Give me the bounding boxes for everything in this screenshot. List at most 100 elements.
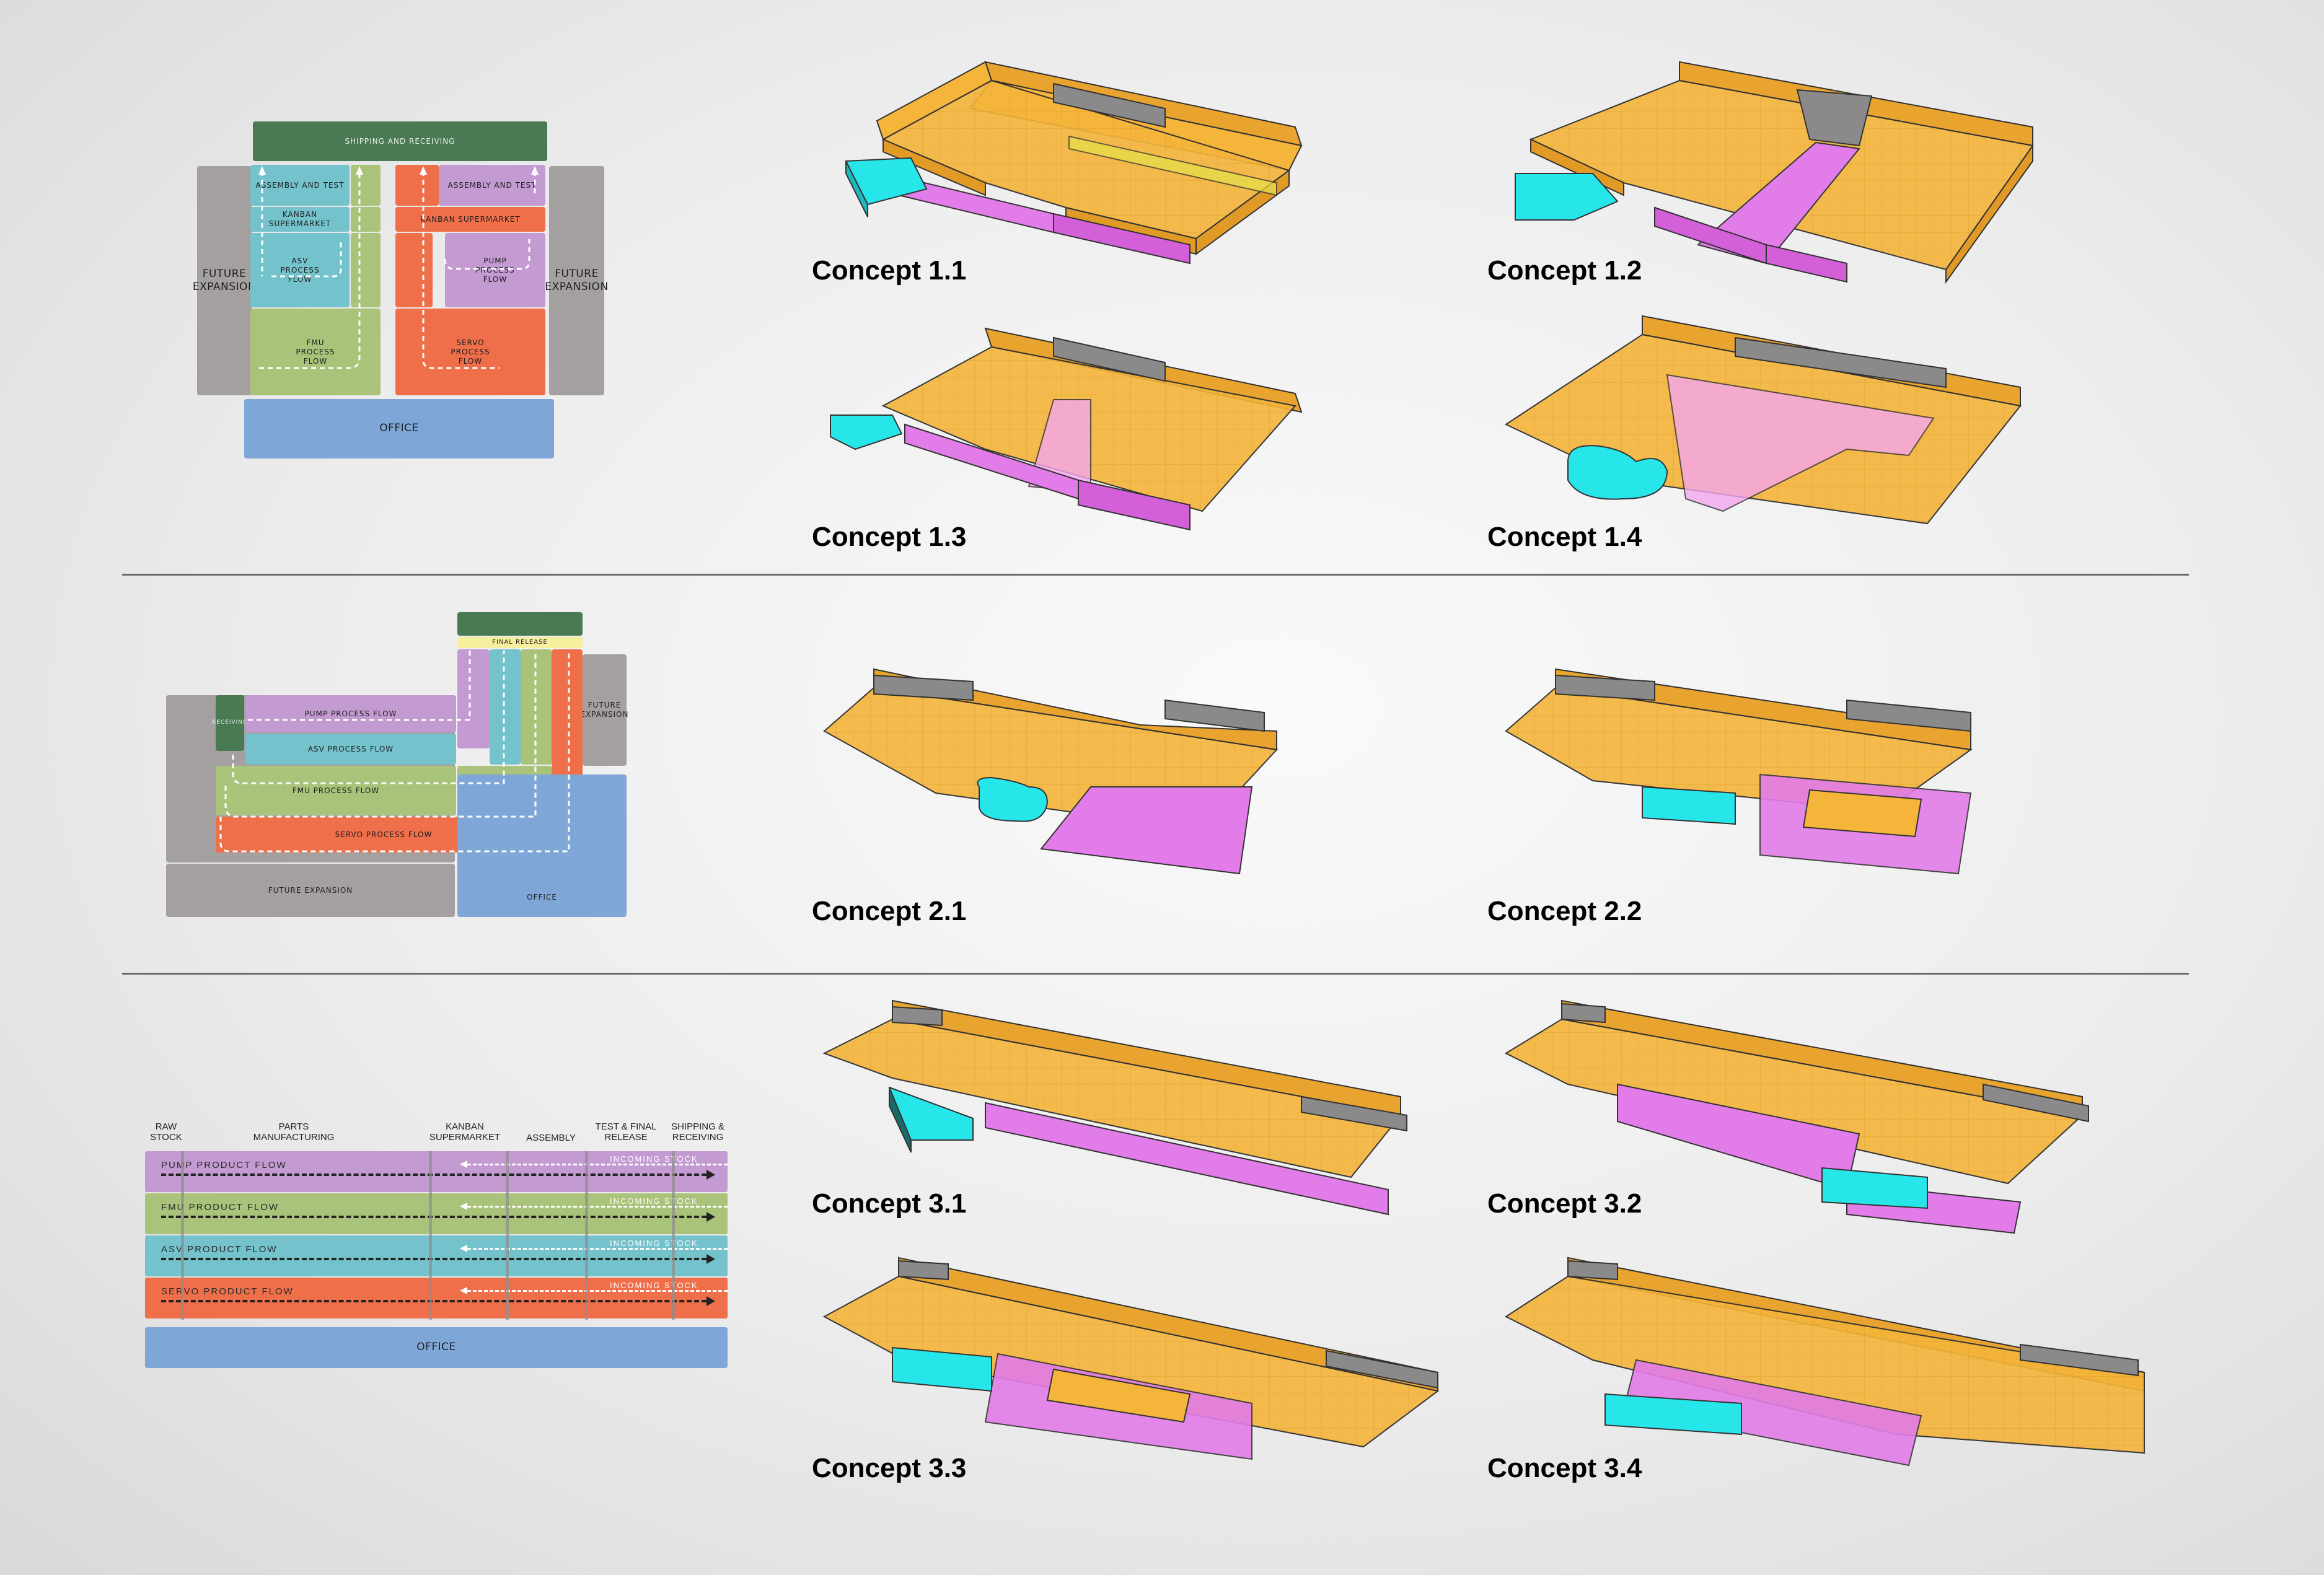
kanban-left-lime xyxy=(351,207,381,232)
assembly-right-label: ASSEMBLY AND TEST xyxy=(447,180,537,190)
plan2-fmu-label: FMU PROCESS FLOW xyxy=(292,786,380,795)
caption-concept-3-1: Concept 3.1 xyxy=(812,1188,967,1219)
plan2-office-label: OFFICE xyxy=(527,893,557,902)
plan2-pump-block: PUMP PROCESS FLOW xyxy=(245,695,456,732)
band-servo-incoming-arrow xyxy=(460,1287,728,1294)
band-asv: ASV PRODUCT FLOW INCOMING STOCK xyxy=(145,1235,728,1276)
concept-1-1-model xyxy=(845,61,1303,265)
kanban-left-block: KANBAN SUPERMARKET xyxy=(250,207,350,232)
kanban-right-block: KANBAN SUPERMARKET xyxy=(395,207,545,232)
caption-concept-1-1: Concept 1.1 xyxy=(812,255,967,286)
column-sep-3 xyxy=(506,1151,509,1320)
plan2-servo-label: SERVO PROCESS FLOW xyxy=(335,830,433,839)
caption-concept-1-3: Concept 1.3 xyxy=(812,522,967,552)
concept-2-2-model xyxy=(1505,668,1973,875)
caption-concept-2-1: Concept 2.1 xyxy=(812,896,967,926)
column-sep-1 xyxy=(181,1151,184,1320)
shipping-label: SHIPPING AND RECEIVING xyxy=(345,136,456,146)
plan2-pump-vertical xyxy=(457,649,490,748)
pump-block: PUMP PROCESS FLOW xyxy=(445,233,545,307)
concept-1-4-model xyxy=(1504,315,2022,525)
concept-3-2-model xyxy=(1504,999,2089,1234)
band-servo: SERVO PRODUCT FLOW INCOMING STOCK xyxy=(145,1278,728,1318)
future-expansion-left: FUTURE EXPANSION xyxy=(193,166,256,395)
band-fmu: FMU PRODUCT FLOW INCOMING STOCK xyxy=(145,1193,728,1234)
caption-concept-3-2: Concept 3.2 xyxy=(1487,1188,1642,1219)
future-left-label: FUTURE EXPANSION xyxy=(192,267,257,293)
band-pump-label: PUMP PRODUCT FLOW xyxy=(161,1160,287,1170)
plan2-future-bottom-label: FUTURE EXPANSION xyxy=(268,885,353,895)
column-sep-5 xyxy=(672,1151,675,1320)
band-pump-incoming-arrow xyxy=(460,1160,728,1168)
plan2-fmu-vertical xyxy=(521,649,552,765)
plan3-office-block: OFFICE xyxy=(145,1327,728,1368)
future-expansion-right: FUTURE EXPANSION xyxy=(545,166,608,395)
band-fmu-incoming-arrow xyxy=(460,1203,728,1210)
band-pump-flow-arrow xyxy=(161,1170,715,1180)
plan2-shipping-block xyxy=(457,612,583,636)
band-asv-label: ASV PRODUCT FLOW xyxy=(161,1244,278,1255)
plan2-future-bottom: FUTURE EXPANSION xyxy=(166,864,455,917)
assembly-right-block: ASSEMBLY AND TEST xyxy=(439,165,545,206)
kanban-left-label: KANBAN SUPERMARKET xyxy=(268,210,332,228)
office-block: OFFICE xyxy=(244,399,554,458)
asv-block: ASV PROCESS FLOW xyxy=(250,233,350,307)
plan2-office-block: OFFICE xyxy=(457,774,627,917)
concept-3-4-model xyxy=(1504,1257,2145,1467)
receiving-block: RECEIVING xyxy=(212,695,247,751)
fmu-block: FMU PROCESS FLOW xyxy=(250,309,381,395)
asv-label: ASV PROCESS FLOW xyxy=(280,256,320,284)
servo-label: SERVO PROCESS FLOW xyxy=(451,338,490,366)
band-servo-label: SERVO PRODUCT FLOW xyxy=(161,1286,294,1297)
band-pump: PUMP PRODUCT FLOW INCOMING STOCK xyxy=(145,1151,728,1192)
kanban-right-label: KANBAN SUPERMARKET xyxy=(420,214,521,224)
band-servo-flow-arrow xyxy=(161,1296,715,1306)
header-kanban-supermarket: KANBAN SUPERMARKET xyxy=(429,1121,501,1143)
plan2-asv-block: ASV PROCESS FLOW xyxy=(245,734,456,765)
concept-1-2-model xyxy=(1515,61,2034,284)
column-sep-2 xyxy=(429,1151,432,1320)
assembly-left-block: ASSEMBLY AND TEST xyxy=(250,165,350,206)
plan-diagram-1: SHIPPING AND RECEIVING FUTURE EXPANSION … xyxy=(193,121,608,461)
band-asv-incoming: INCOMING STOCK xyxy=(610,1239,698,1248)
concept-2-1-model xyxy=(823,668,1279,875)
caption-concept-2-2: Concept 2.2 xyxy=(1487,896,1642,926)
band-fmu-label: FMU PRODUCT FLOW xyxy=(161,1202,279,1213)
fmu-label: FMU PROCESS FLOW xyxy=(296,338,335,366)
band-fmu-incoming: INCOMING STOCK xyxy=(610,1196,698,1206)
assembly-right-orange xyxy=(395,165,439,206)
receiving-label: RECEIVING xyxy=(211,719,249,726)
concept-1-3-model xyxy=(830,327,1303,531)
plan2-pump-label: PUMP PROCESS FLOW xyxy=(304,709,397,718)
pump-label: PUMP PROCESS FLOW xyxy=(475,256,515,284)
final-release-label: FINAL RELEASE xyxy=(492,638,548,646)
header-shipping-receiving: SHIPPING & RECEIVING xyxy=(671,1121,724,1143)
plan-diagram-3: RAW STOCK PARTS MANUFACTURING KANBAN SUP… xyxy=(145,1121,729,1379)
plan2-future-right: FUTURE EXPANSION xyxy=(580,654,629,766)
header-assembly: ASSEMBLY xyxy=(526,1133,576,1143)
plan2-asv-label: ASV PROCESS FLOW xyxy=(307,744,394,753)
row-divider-2 xyxy=(122,973,2189,975)
header-raw-stock: RAW STOCK xyxy=(150,1121,182,1143)
header-parts-manufacturing: PARTS MANUFACTURING xyxy=(253,1121,335,1143)
caption-concept-1-2: Concept 1.2 xyxy=(1487,255,1642,286)
header-test-final-release: TEST & FINAL RELEASE xyxy=(595,1121,657,1143)
band-fmu-flow-arrow xyxy=(161,1212,715,1222)
assembly-left-lime xyxy=(351,165,381,206)
office-label: OFFICE xyxy=(379,422,419,435)
shipping-receiving-block: SHIPPING AND RECEIVING xyxy=(253,121,547,161)
future-right-label: FUTURE EXPANSION xyxy=(545,267,609,293)
caption-concept-1-4: Concept 1.4 xyxy=(1487,522,1642,552)
plan3-office-label: OFFICE xyxy=(416,1341,456,1354)
concept-3-1-model xyxy=(822,999,1407,1216)
band-asv-flow-arrow xyxy=(161,1254,715,1264)
band-asv-incoming-arrow xyxy=(460,1245,728,1252)
product-flow-bands: PUMP PRODUCT FLOW INCOMING STOCK FMU PRO… xyxy=(145,1151,729,1379)
assembly-left-label: ASSEMBLY AND TEST xyxy=(255,180,345,190)
plan2-future-right-label: FUTURE EXPANSION xyxy=(580,701,629,719)
plan-diagram-2: FINAL RELEASE FUTURE EXPANSION RECEIVING… xyxy=(166,612,629,917)
caption-concept-3-4: Concept 3.4 xyxy=(1487,1453,1642,1483)
band-pump-incoming: INCOMING STOCK xyxy=(610,1154,698,1164)
plan2-asv-vertical xyxy=(490,649,521,765)
caption-concept-3-3: Concept 3.3 xyxy=(812,1453,967,1483)
